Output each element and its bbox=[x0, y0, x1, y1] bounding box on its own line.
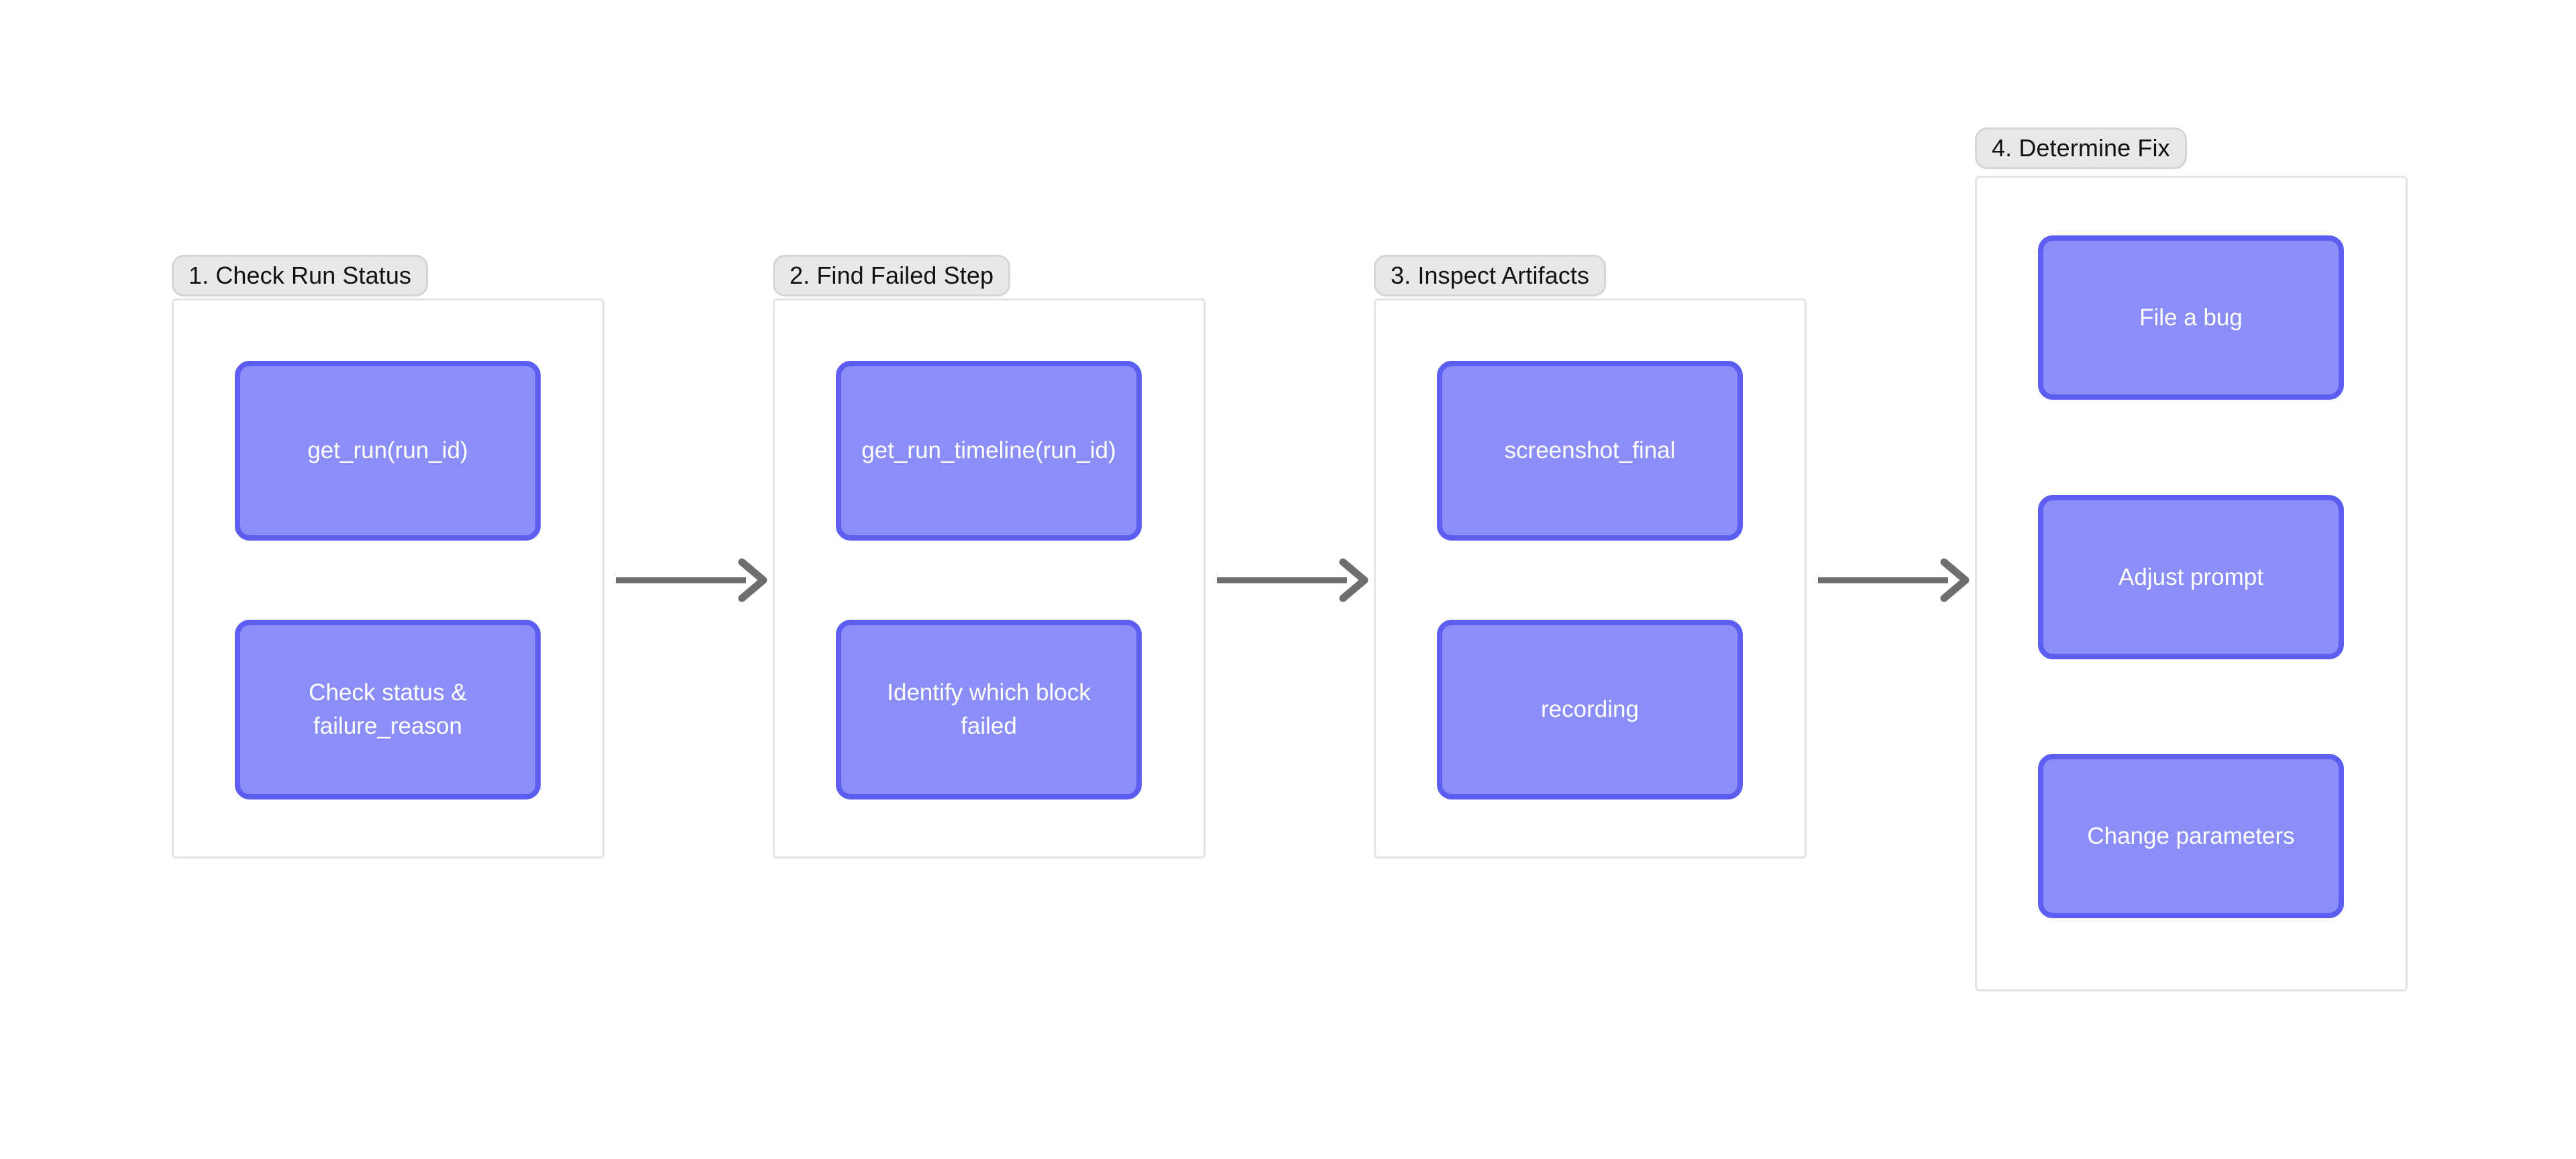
node-check-status-failure-reason[interactable]: Check status & failure_reason bbox=[235, 620, 541, 799]
node-change-parameters[interactable]: Change parameters bbox=[2038, 754, 2344, 918]
node-screenshot-final[interactable]: screenshot_final bbox=[1437, 361, 1743, 541]
node-label: recording bbox=[1541, 696, 1639, 723]
node-label: Check status & failure_reason bbox=[309, 679, 467, 739]
node-get-run[interactable]: get_run(run_id) bbox=[235, 361, 541, 541]
node-recording[interactable]: recording bbox=[1437, 620, 1743, 799]
node-identify-which-block-failed[interactable]: Identify which block failed bbox=[836, 620, 1142, 799]
node-label: get_run(run_id) bbox=[307, 437, 468, 464]
node-get-run-timeline[interactable]: get_run_timeline(run_id) bbox=[836, 361, 1142, 541]
connector-arrow-2-to-3 bbox=[1216, 553, 1368, 607]
connector-arrow-3-to-4 bbox=[1817, 553, 1970, 607]
connector-arrow-1-to-2 bbox=[614, 553, 767, 607]
node-label: screenshot_final bbox=[1504, 437, 1676, 464]
node-label: get_run_timeline(run_id) bbox=[861, 437, 1116, 464]
node-label: Change parameters bbox=[2087, 822, 2295, 849]
node-adjust-prompt[interactable]: Adjust prompt bbox=[2038, 495, 2344, 659]
group-label-find-failed-step: 2. Find Failed Step bbox=[773, 255, 1011, 296]
group-label-inspect-artifacts: 3. Inspect Artifacts bbox=[1374, 255, 1607, 296]
node-file-a-bug[interactable]: File a bug bbox=[2038, 235, 2344, 400]
node-label: Adjust prompt bbox=[2118, 563, 2263, 590]
node-label: File a bug bbox=[2139, 304, 2243, 331]
node-label: Identify which block failed bbox=[887, 679, 1091, 739]
group-label-determine-fix: 4. Determine Fix bbox=[1975, 127, 2187, 169]
group-label-check-run-status: 1. Check Run Status bbox=[172, 255, 429, 296]
